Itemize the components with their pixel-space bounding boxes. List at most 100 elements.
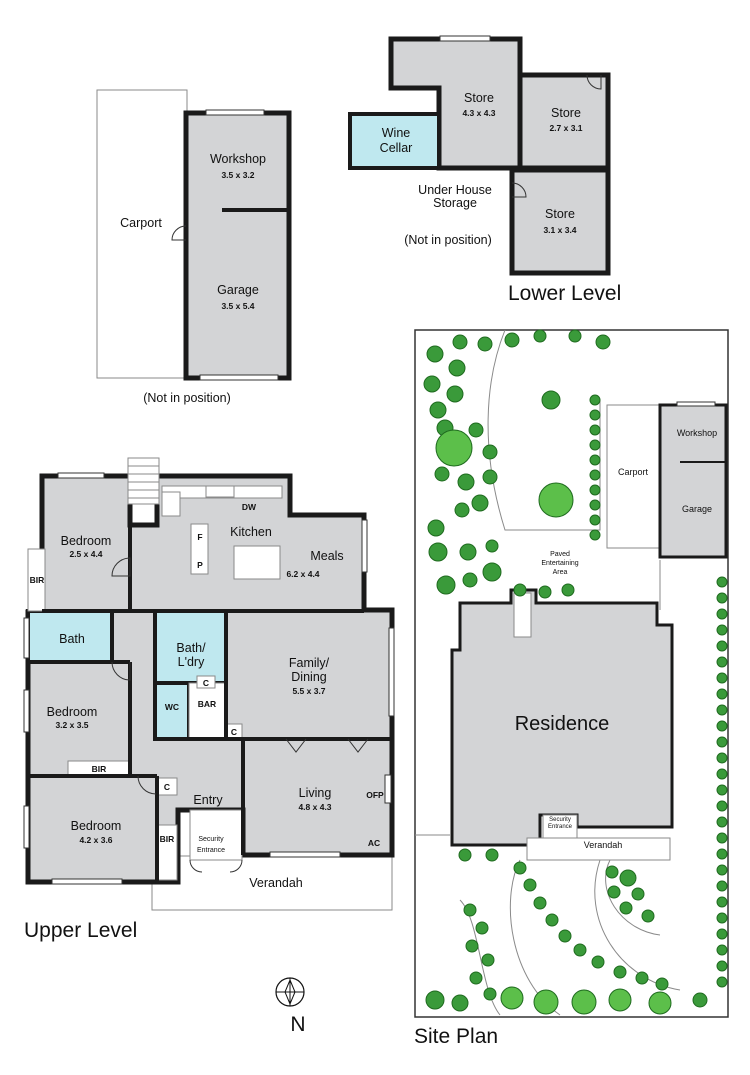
site-plan-title: Site Plan: [414, 1025, 498, 1048]
compass-north-label: N: [290, 1013, 305, 1036]
under-house-line2: Storage: [433, 196, 477, 210]
bed3-bir-label: BIR: [160, 834, 175, 844]
meals-dims: 6.2 x 4.4: [286, 569, 319, 579]
paved-area-line2: Entertaining: [541, 560, 578, 567]
garage-door: [199, 374, 279, 381]
bed2-dims: 3.2 x 3.5: [55, 720, 88, 730]
entry-label: Entry: [193, 793, 223, 807]
kitchen-pantry: [190, 523, 209, 575]
wine-cellar-line2: Cellar: [380, 141, 413, 155]
bath-label: Bath: [59, 632, 85, 646]
lower-store-bottom-label: Store: [545, 207, 575, 221]
site-garage-building: [658, 403, 728, 559]
wc-label: WC: [165, 702, 179, 712]
bath-laundry-line2: L'dry: [178, 655, 205, 669]
bar-label: BAR: [198, 699, 216, 709]
bed1-door: [111, 557, 131, 577]
cooktop: [161, 491, 181, 517]
living-window: [269, 851, 341, 858]
lower-level-plan: Store 4.3 x 4.3 Store 2.7 x 3.1 Store 3.…: [348, 35, 621, 305]
cupboard-c1-label: C: [203, 678, 209, 688]
dishwasher-label: DW: [242, 502, 257, 512]
security-entrance-line2: Entrance: [197, 847, 225, 854]
outbuilding-plan: Workshop 3.5 x 3.2 Garage 3.5 x 5.4 Carp…: [96, 89, 292, 405]
carport-door-swing: [171, 225, 187, 241]
carport-area: [96, 89, 188, 379]
lower-store-right: [517, 72, 611, 171]
workshop-dims: 3.5 x 3.2: [221, 170, 254, 180]
lower-store-main-label: Store: [464, 91, 494, 105]
bed1-dims: 2.5 x 4.4: [69, 549, 102, 559]
open-fireplace: [384, 774, 392, 804]
lower-store-bottom: [509, 167, 611, 276]
wine-cellar-line1: Wine: [382, 126, 411, 140]
site-residence: [450, 588, 674, 847]
bed3-label: Bedroom: [71, 819, 122, 833]
site-path-north: [487, 329, 601, 531]
bar-area: [188, 682, 227, 740]
bed3-window-west: [23, 805, 30, 849]
carport-label: Carport: [120, 216, 162, 230]
bed1-bir: [27, 548, 46, 612]
upper-level-plan: Bedroom 2.5 x 4.4 Bedroom 3.2 x 3.5 Bedr…: [23, 457, 395, 942]
living-dims: 4.8 x 4.3: [298, 802, 331, 812]
under-house-line1: Under House: [418, 183, 492, 197]
site-workshop-label: Workshop: [677, 428, 717, 438]
living-label: Living: [299, 786, 332, 800]
bath-window: [23, 617, 30, 659]
bed2-window: [23, 689, 30, 733]
bed1-bir-label: BIR: [30, 575, 45, 585]
family-dims: 5.5 x 3.7: [292, 686, 325, 696]
cupboard-c3-label: C: [164, 782, 170, 792]
lower-store-right-dims: 2.7 x 3.1: [549, 123, 582, 133]
garage-label: Garage: [217, 283, 259, 297]
rear-stairs: [127, 457, 160, 505]
kitchen-island: [233, 545, 281, 580]
bed1-label: Bedroom: [61, 534, 112, 548]
site-carport-label: Carport: [618, 467, 649, 477]
outbuilding-note: (Not in position): [143, 391, 231, 405]
family-label-line1: Family/: [289, 656, 330, 670]
security-entrance: [189, 809, 243, 861]
residence-label: Residence: [515, 713, 610, 735]
living-door-right: [347, 738, 369, 753]
bed1-window: [57, 472, 105, 479]
lower-store-door: [586, 74, 602, 90]
family-window: [388, 627, 395, 717]
bed3-dims: 4.2 x 3.6: [79, 835, 112, 845]
site-security-line2: Entrance: [548, 824, 573, 830]
family-label-line2: Dining: [291, 670, 326, 684]
bed3-window-south: [51, 878, 123, 885]
verandah-label: Verandah: [249, 876, 303, 890]
site-stairs: [513, 592, 532, 638]
cupboard-c2-label: C: [231, 727, 237, 737]
paved-area-line1: Paved: [550, 551, 570, 558]
bath-laundry-line1: Bath/: [176, 641, 206, 655]
lower-level-title: Lower Level: [508, 282, 621, 305]
kitchen-sink: [205, 485, 235, 498]
kitchen-label: Kitchen: [230, 525, 272, 539]
lower-store-bottom-door: [511, 182, 527, 198]
lower-store-bottom-dims: 3.1 x 3.4: [543, 225, 576, 235]
meals-label: Meals: [310, 549, 343, 563]
upper-level-title: Upper Level: [24, 919, 137, 942]
bed3-door: [137, 775, 157, 795]
site-verandah-label: Verandah: [584, 840, 623, 850]
fireplace-label: OFP: [366, 790, 384, 800]
pantry-label: P: [197, 560, 203, 570]
meals-window: [361, 519, 368, 573]
site-verandah: [526, 837, 671, 861]
site-carport: [606, 404, 663, 549]
lower-store-window: [439, 35, 491, 42]
lower-store-main-dims: 4.3 x 4.3: [462, 108, 495, 118]
bed2-label: Bedroom: [47, 705, 98, 719]
site-plan: Workshop Garage Carport Paved Entertaini…: [414, 329, 729, 1048]
compass: N: [275, 977, 306, 1036]
workshop-window: [205, 109, 265, 116]
site-security-line1: Security: [549, 817, 571, 823]
workshop-label: Workshop: [210, 152, 266, 166]
living-door-left: [285, 738, 307, 753]
bed2-bir-label: BIR: [92, 764, 107, 774]
verandah-area: [151, 855, 393, 911]
